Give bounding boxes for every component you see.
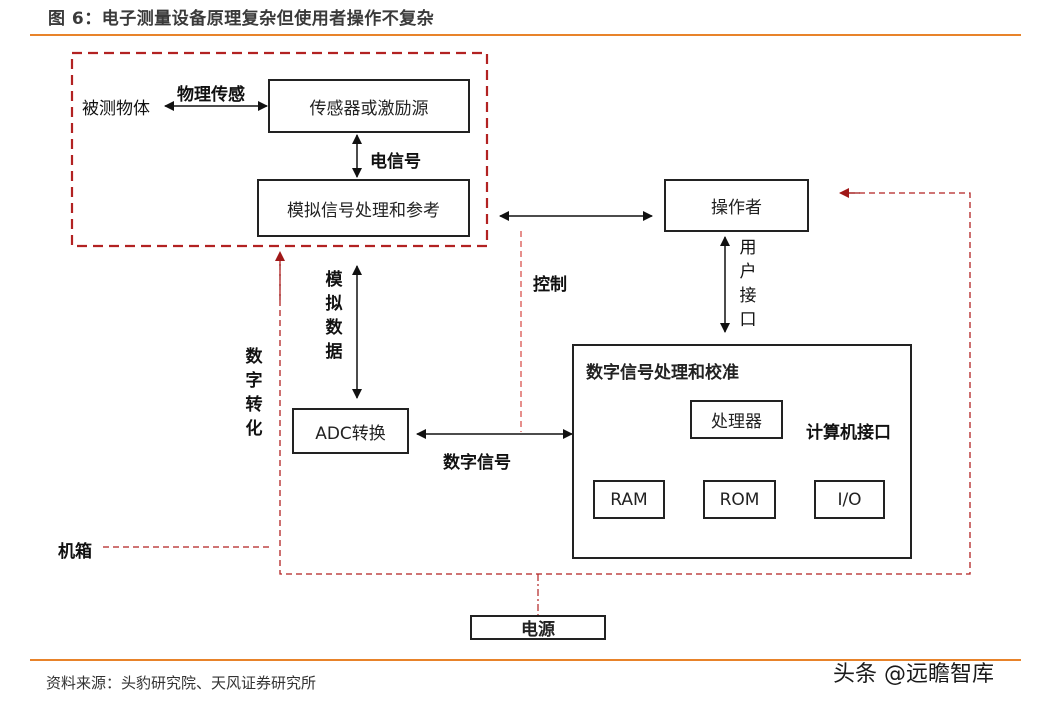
rom-label: ROM bbox=[719, 489, 760, 510]
control-label: 控制 bbox=[533, 275, 567, 295]
source-note: 资料来源：头豹研究院、天风证券研究所 bbox=[46, 674, 317, 692]
power-label: 电源 bbox=[521, 620, 555, 640]
io-box: I/O bbox=[814, 480, 885, 519]
measured-object-label: 被测物体 bbox=[82, 99, 150, 119]
footer-rule bbox=[30, 659, 1021, 661]
adc-label: ADC转换 bbox=[315, 423, 386, 444]
power-box: 电源 bbox=[470, 615, 606, 640]
rom-box: ROM bbox=[703, 480, 776, 519]
dsp-block: 数字信号处理和校准 bbox=[572, 344, 912, 559]
analog-processing-box: 模拟信号处理和参考 bbox=[257, 179, 470, 237]
io-label: I/O bbox=[837, 489, 862, 510]
sensor-box: 传感器或激励源 bbox=[268, 79, 470, 133]
operator-box: 操作者 bbox=[664, 179, 809, 232]
analog-processing-label: 模拟信号处理和参考 bbox=[287, 200, 440, 221]
physical-sensing-label: 物理传感 bbox=[177, 85, 245, 105]
digital-signal-label: 数字信号 bbox=[443, 453, 511, 473]
sensor-label: 传感器或激励源 bbox=[309, 98, 429, 119]
dsp-block-label: 数字信号处理和校准 bbox=[586, 363, 739, 383]
computer-interface-label: 计算机接口 bbox=[806, 423, 891, 443]
chassis-label: 机箱 bbox=[58, 542, 92, 562]
figure-title: 图 6：电子测量设备原理复杂但使用者操作不复杂 bbox=[48, 9, 435, 29]
ram-box: RAM bbox=[593, 480, 665, 519]
title-rule bbox=[30, 34, 1021, 36]
watermark: 头条 @远瞻智库 bbox=[833, 662, 994, 687]
electrical-signal-label: 电信号 bbox=[370, 152, 421, 172]
adc-box: ADC转换 bbox=[292, 408, 409, 454]
processor-box: 处理器 bbox=[690, 400, 783, 439]
chassis-loop bbox=[279, 192, 971, 575]
digital-conversion-label: 数字转化 bbox=[245, 347, 263, 439]
ram-label: RAM bbox=[610, 489, 648, 510]
processor-label: 处理器 bbox=[711, 412, 762, 432]
operator-label: 操作者 bbox=[711, 198, 762, 218]
analog-data-label: 模拟数据 bbox=[325, 270, 343, 362]
user-interface-label: 用户接口 bbox=[739, 238, 757, 330]
